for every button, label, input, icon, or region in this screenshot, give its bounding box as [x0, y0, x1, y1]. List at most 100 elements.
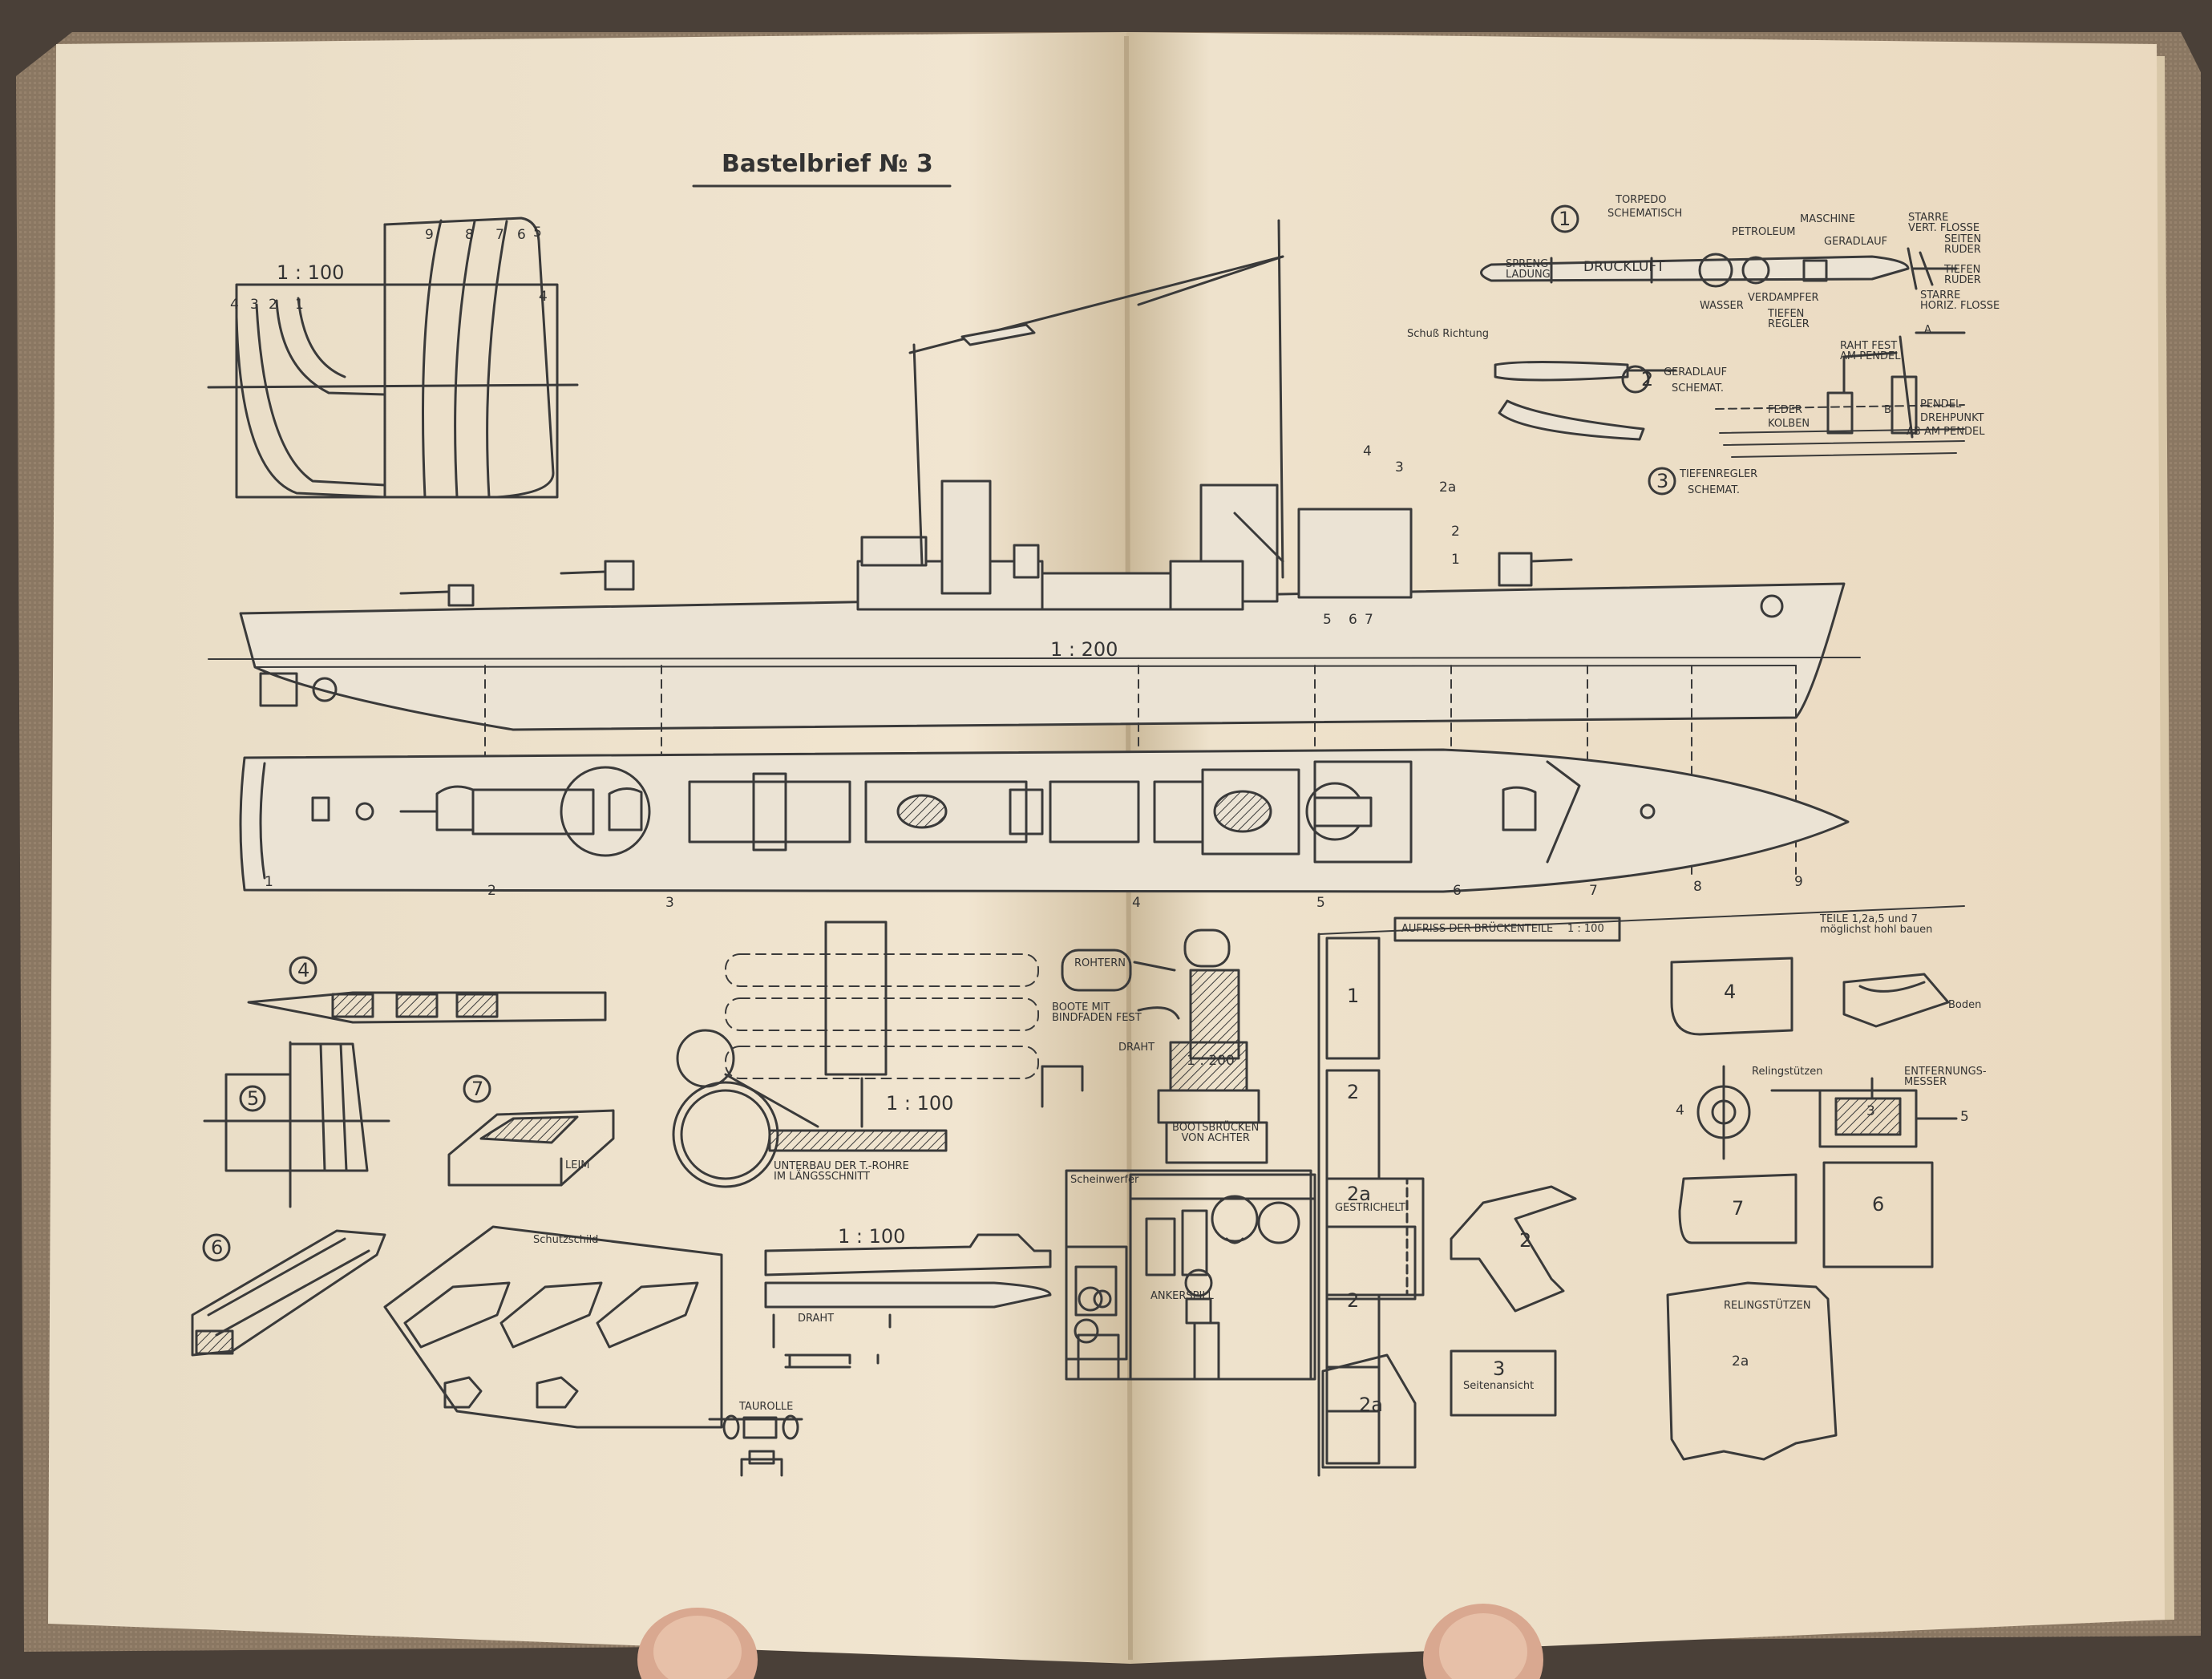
- bridge-inset-scale: 1 : 200: [1187, 1053, 1235, 1069]
- section-number: 5: [1316, 895, 1325, 911]
- profile-scale: 1 : 200: [1050, 638, 1118, 661]
- gestrichelt-label: GESTRICHELT: [1335, 1202, 1405, 1214]
- geradlauf-number: 2: [1641, 368, 1654, 390]
- bridge-part-number: 7: [1732, 1197, 1745, 1220]
- bootsbruecken-right: [1065, 929, 1316, 1381]
- bridge-part-number: 1: [1347, 985, 1360, 1007]
- frame-number: 4: [230, 297, 239, 313]
- bridge-scale: 1 : 100: [1567, 923, 1604, 935]
- draht-label: DRAHT: [798, 1313, 835, 1325]
- section-number: 9: [1794, 874, 1803, 890]
- torpedo-fixed-vertical: STARRE VERT. FLOSSE: [1908, 212, 1980, 234]
- torpedo-fixed-horizontal: STARRE HORIZ. FLOSSE: [1920, 289, 2000, 312]
- ship-plan: [239, 748, 1850, 893]
- torpedo-gyro: GERADLAUF: [1824, 236, 1888, 248]
- torpedo-tube-base: [672, 920, 1039, 1188]
- callout: 4: [1363, 443, 1372, 459]
- torpedo-heading: TORPEDO: [1616, 194, 1667, 206]
- torpedo-side-rudder: SEITEN RUDER: [1944, 233, 1982, 256]
- bridge-part-number: 5: [1960, 1109, 1969, 1125]
- section-number: 4: [1132, 895, 1141, 911]
- bridge-part-number: 4: [1724, 981, 1737, 1003]
- schutzschild: [383, 1225, 723, 1429]
- frame-number: 5: [533, 225, 542, 241]
- bootsbruecken-label: BOOTSBRÜCKEN VON ACHTER: [1172, 1122, 1260, 1144]
- schutzschild-label: Schutzschild: [533, 1234, 599, 1246]
- boote-label: BOOTE MIT BINDFADEN FEST: [1052, 1001, 1142, 1024]
- bridge-part-number: 3: [1493, 1357, 1506, 1380]
- bridge-part-number: 2: [1347, 1289, 1360, 1312]
- frame-number: 6: [517, 227, 526, 243]
- tiefenregler-kolben: KOLBEN: [1768, 418, 1810, 430]
- torpedo-water: WASSER: [1700, 300, 1744, 312]
- torpedo-schematic: [1480, 204, 1966, 496]
- section-number: 7: [1589, 883, 1598, 899]
- tiefenregler-drehpunkt: DREHPUNKT: [1920, 412, 1984, 424]
- geradlauf-label: GERADLAUF: [1664, 366, 1728, 378]
- tiefenregler-a: A: [1924, 324, 1931, 336]
- tiefenregler-ab: AB AM PENDEL: [1907, 426, 1985, 438]
- torpedo-petroleum: PETROLEUM: [1732, 226, 1796, 238]
- bridge-part-number: 4: [1676, 1102, 1684, 1119]
- bridge-note: TEILE 1,2a,5 und 7 möglichst hohl bauen: [1820, 913, 1933, 936]
- tube-side-view: [708, 1233, 1052, 1477]
- torpedo-sub: SCHEMATISCH: [1607, 208, 1683, 220]
- callout: 7: [1365, 612, 1373, 628]
- tiefenregler-b: B: [1884, 404, 1891, 416]
- part-number: 6: [211, 1236, 224, 1259]
- frame-number: 9: [425, 227, 434, 243]
- section-number: 8: [1693, 879, 1702, 895]
- tiefenregler-label: TIEFENREGLER: [1680, 468, 1758, 480]
- bridge-part-number: 2a: [1359, 1394, 1383, 1416]
- tube-base-scale: 1 : 100: [886, 1092, 954, 1115]
- scheinwerfer-label: Scheinwerfer: [1070, 1174, 1139, 1186]
- part-number: 4: [297, 959, 310, 981]
- taurolle-label: TAUROLLE: [739, 1401, 794, 1413]
- bridge-part-number: 2a: [1347, 1183, 1371, 1205]
- bridge-parts: [1317, 905, 1965, 1477]
- section-number: 1: [265, 874, 273, 890]
- frame-number: 8: [465, 227, 474, 243]
- callout: 2a: [1439, 479, 1457, 496]
- bridge-part-number: 2: [1519, 1229, 1532, 1252]
- frame-number: 7: [495, 227, 504, 243]
- tiefenregler-feder: FEDER: [1768, 404, 1802, 416]
- tiefenregler-pendel: PENDEL: [1920, 399, 1962, 411]
- bridge-part-number: 2: [1347, 1081, 1360, 1103]
- section-number: 6: [1453, 883, 1462, 899]
- frame-number: 4: [539, 289, 548, 305]
- part-5-block: [203, 1041, 390, 1208]
- frame-number: 3: [250, 297, 259, 313]
- bootsbruecken: [1041, 949, 1180, 1381]
- thumbs: [637, 1604, 1543, 1679]
- geradlauf-sub: SCHEMAT.: [1672, 382, 1724, 394]
- page-title: Bastelbrief № 3: [722, 150, 933, 178]
- bridge-part-number: 2a: [1732, 1353, 1749, 1369]
- entfernungsmesser-label: ENTFERNUNGS- MESSER: [1904, 1066, 1987, 1088]
- draht2-label: DRAHT: [1118, 1042, 1155, 1054]
- callout: 2: [1451, 524, 1460, 540]
- bridge-part-number: 6: [1872, 1193, 1885, 1216]
- torpedo-depth-regulator: TIEFEN REGLER: [1768, 308, 1810, 330]
- torpedo-warhead: SPRENG- LADUNG: [1506, 258, 1552, 281]
- tiefenregler-number: 3: [1656, 470, 1669, 492]
- callout: 1: [1451, 552, 1460, 568]
- boden-label: Boden: [1948, 999, 1982, 1011]
- ankerspill-label: ANKERSPILL: [1150, 1290, 1214, 1302]
- section-number: 3: [665, 895, 674, 911]
- relingstuetzen-label: Relingstützen: [1752, 1066, 1823, 1078]
- rohtern-label: ROHTERN: [1074, 957, 1126, 969]
- tiefenregler-sub: SCHEMAT.: [1688, 484, 1740, 496]
- torpedo-evaporator: VERDAMPFER: [1748, 292, 1819, 304]
- relingstuetzen2-label: RELINGSTÜTZEN: [1724, 1300, 1811, 1312]
- callout: 6: [1349, 612, 1357, 628]
- hull-sections: [207, 216, 579, 499]
- hull-scale: 1 : 100: [277, 261, 345, 284]
- leim-label: LEIM: [565, 1159, 590, 1171]
- part-4-deck: [247, 956, 607, 1024]
- shot-direction: Schuß Richtung: [1407, 328, 1490, 340]
- part-number: 7: [471, 1078, 484, 1100]
- seitenansicht-label: Seitenansicht: [1463, 1380, 1535, 1392]
- bridge-heading: AUFRISS DER BRÜCKENTEILE: [1401, 923, 1554, 935]
- frame-number: 1: [295, 297, 304, 313]
